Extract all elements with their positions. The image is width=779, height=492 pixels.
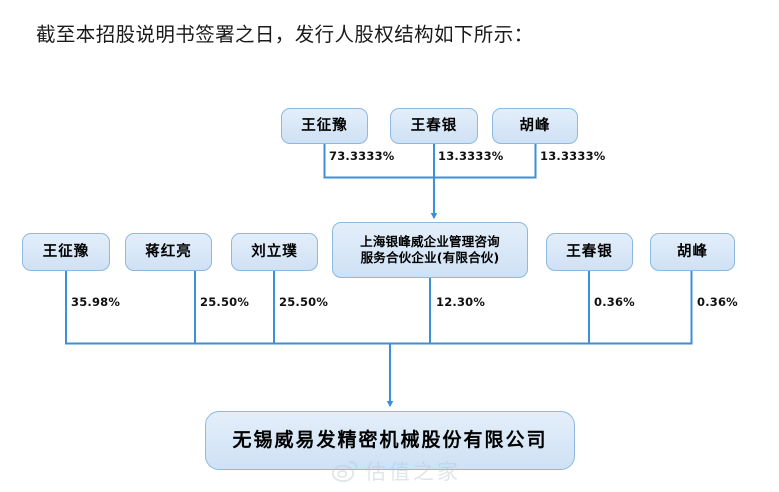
node-label: 胡峰 — [519, 117, 551, 134]
node-shareholder-liulipu[interactable]: 刘立璞 — [231, 233, 318, 271]
percent-shareholder-liulipu: 25.50% — [279, 295, 329, 309]
node-shareholder-wangchunyin[interactable]: 王春银 — [546, 233, 633, 271]
node-label: 王春银 — [410, 117, 458, 134]
node-partner-wangchunyin[interactable]: 王春银 — [390, 108, 478, 144]
node-shareholder-wangzhengyu[interactable]: 王征豫 — [22, 233, 110, 271]
node-label: 胡峰 — [677, 243, 708, 260]
watermark-text: 估值之家 — [365, 460, 461, 484]
partnership-label-line1: 上海银峰威企业管理咨询 — [360, 234, 500, 250]
node-issuer-company[interactable]: 无锡威易发精密机械股份有限公司 — [205, 411, 575, 470]
node-label: 王征豫 — [42, 243, 90, 260]
percent-shareholder-partnership: 12.30% — [436, 295, 486, 309]
percent-partner-wangzhengyu: 73.3333% — [329, 149, 395, 163]
node-shareholder-hufeng[interactable]: 胡峰 — [650, 233, 735, 271]
percent-shareholder-hufeng: 0.36% — [697, 295, 738, 309]
weibo-icon — [331, 460, 358, 482]
percent-shareholder-wangchunyin: 0.36% — [594, 295, 635, 309]
node-label: 王春银 — [566, 243, 613, 260]
page-title: 截至本招股说明书签署之日，发行人股权结构如下所示： — [36, 25, 534, 46]
weibo-watermark: 估值之家 — [331, 456, 461, 486]
company-label: 无锡威易发精密机械股份有限公司 — [232, 429, 548, 451]
partnership-label-line2: 服务合伙企业(有限合伙) — [360, 250, 500, 265]
node-shareholder-jianghongliang[interactable]: 蒋红亮 — [125, 233, 212, 271]
percent-partner-wangchunyin: 13.3333% — [438, 149, 504, 163]
node-partner-hufeng[interactable]: 胡峰 — [492, 108, 578, 144]
node-shareholder-partnership[interactable]: 上海银峰威企业管理咨询 服务合伙企业(有限合伙) — [332, 222, 528, 278]
percent-partner-hufeng: 13.3333% — [540, 149, 606, 163]
node-label: 蒋红亮 — [145, 243, 192, 260]
percent-shareholder-jianghongliang: 25.50% — [200, 295, 250, 309]
node-partner-wangzhengyu[interactable]: 王征豫 — [281, 108, 368, 144]
node-label: 王征豫 — [301, 117, 348, 134]
percent-shareholder-wangzhengyu: 35.98% — [71, 295, 121, 309]
node-label: 刘立璞 — [251, 243, 298, 260]
